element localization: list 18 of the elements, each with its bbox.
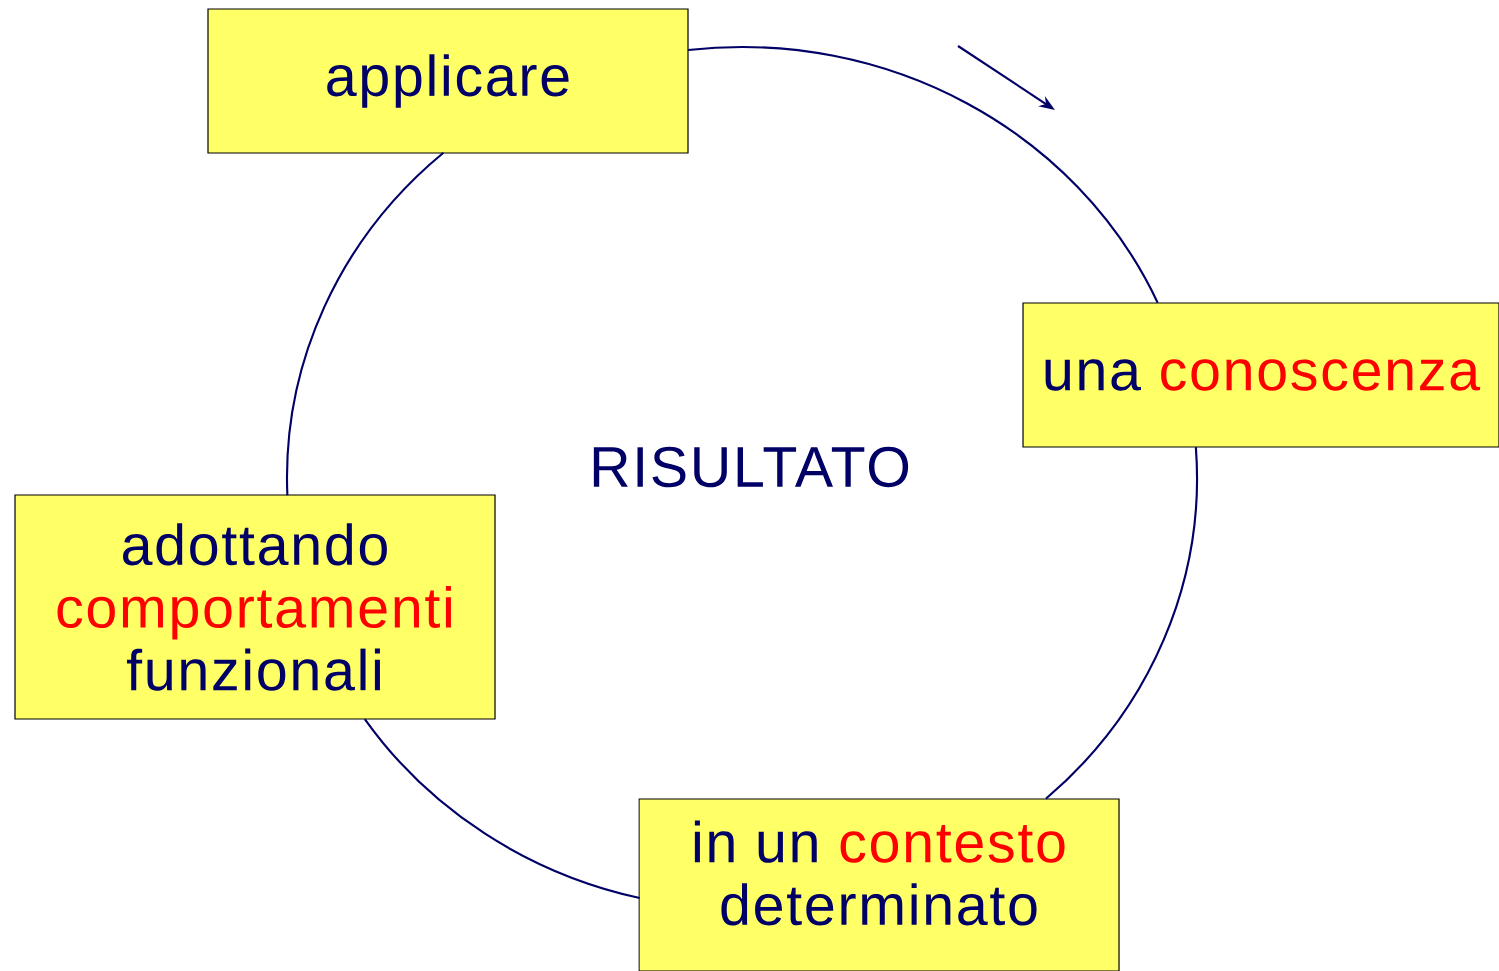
node-label: determinato	[721, 883, 1037, 926]
circle-arc	[363, 718, 640, 899]
node-label: una	[1045, 359, 1141, 391]
text-box	[638, 798, 1120, 971]
node-label: contesto	[840, 825, 1065, 863]
circle-arc	[286, 151, 445, 496]
node-label: conoscenza	[1161, 359, 1481, 391]
node-label: applicare	[327, 54, 569, 108]
text-box	[1022, 302, 1499, 448]
circle-arc	[688, 46, 1159, 304]
node-label: funzionali	[126, 648, 380, 691]
node-label: comportamenti	[57, 585, 451, 640]
node-label: adottando	[123, 523, 387, 566]
center-label: RISULTATO	[593, 446, 909, 488]
circle-arc	[1045, 447, 1199, 800]
node-label: in un	[694, 820, 817, 863]
text-box	[207, 8, 689, 154]
text-box	[14, 494, 496, 720]
